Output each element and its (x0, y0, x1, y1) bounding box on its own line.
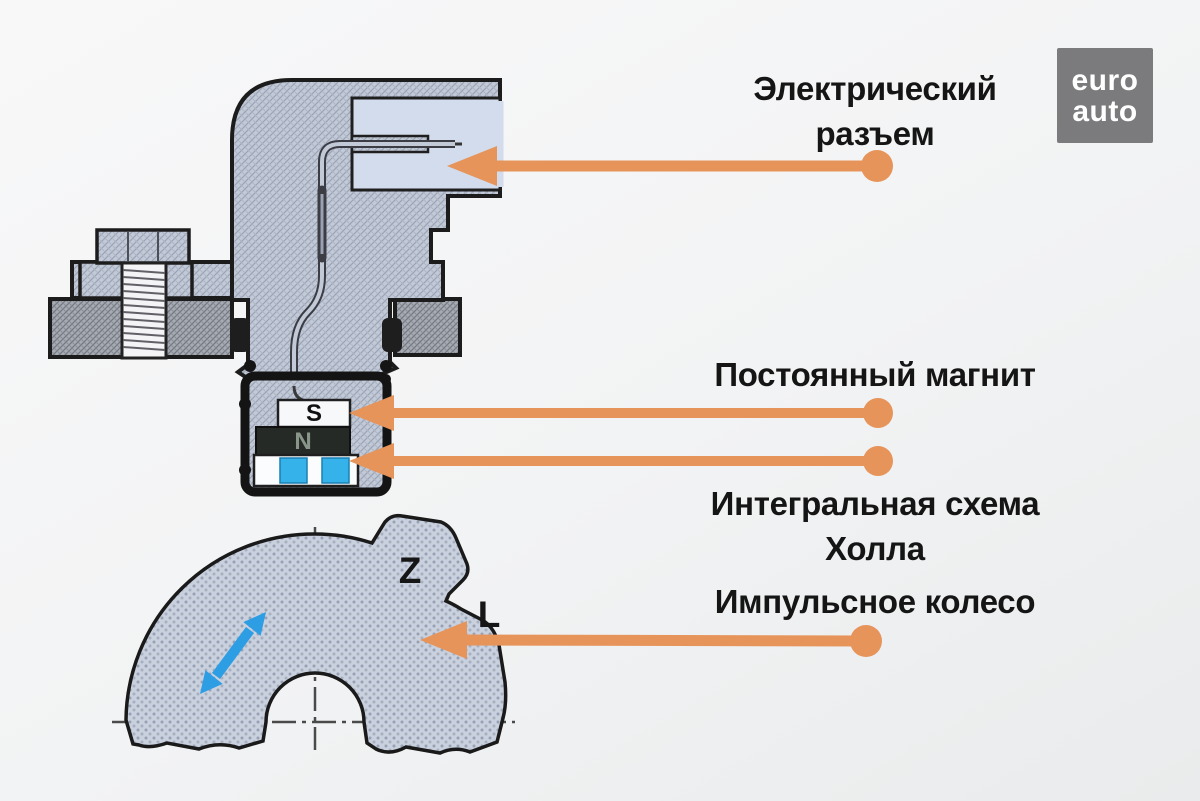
wheel-gap-label: L (478, 594, 501, 635)
logo-line-1: euro (1071, 63, 1139, 97)
connector-opening (496, 101, 504, 187)
bolt-thread (120, 261, 168, 360)
rotation-arrow (200, 612, 266, 694)
pulse-wheel: Z L (112, 513, 515, 755)
magnet-north-label: N (294, 428, 311, 455)
mounting-plate-right (393, 297, 462, 357)
label-line: Интегральная схема (710, 485, 1040, 522)
hall-ic-cell (279, 457, 308, 484)
bolt-hex-head (95, 228, 191, 265)
label-hall-ic: Интегральная схема Холла (620, 481, 1130, 571)
magnet-south-label: S (306, 400, 322, 427)
o-ring-left (230, 318, 250, 352)
hall-ic-cell (321, 457, 350, 484)
arrow-pulse-wheel (420, 621, 882, 659)
label-line: Импульсное колесо (714, 583, 1036, 620)
callout-arrows (349, 146, 893, 659)
o-ring-right (382, 318, 402, 352)
magnet-north-pole (255, 426, 351, 456)
label-electrical-connector: Электрический разъем (620, 66, 1130, 156)
label-line: Постоянный магнит (714, 356, 1036, 393)
sensor-wire (290, 140, 455, 386)
sensor-tip-housing: S N (239, 371, 393, 497)
arrow-hall-ic (349, 443, 893, 479)
arrow-magnet (349, 395, 893, 431)
sensor-cutaway: S N (48, 78, 504, 497)
label-line: разъем (815, 115, 935, 152)
euroauto-logo: euro auto (1057, 48, 1153, 143)
label-line: Холла (825, 530, 925, 567)
label-line: Электрический (753, 70, 997, 107)
magnet-south-pole (276, 398, 352, 429)
wheel-tooth-label: Z (399, 550, 422, 591)
logo-line-2: auto (1072, 94, 1138, 128)
label-pulse-wheel: Импульсное колесо (620, 579, 1130, 624)
arrow-connector (447, 146, 893, 186)
label-permanent-magnet: Постоянный магнит (620, 352, 1130, 397)
